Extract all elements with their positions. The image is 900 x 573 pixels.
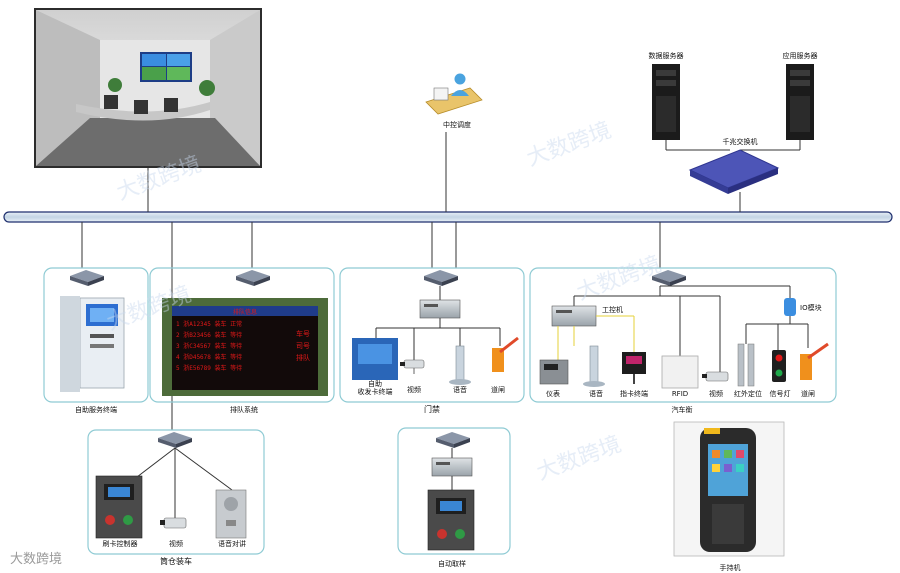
card-controller-icon bbox=[95, 475, 143, 539]
silo-item-label: 视频 bbox=[169, 539, 183, 548]
control-room-photo bbox=[34, 8, 262, 168]
truck-scale-item-label: 仪表 bbox=[546, 389, 560, 398]
weighing-indicator-icon bbox=[539, 359, 569, 385]
truck-scale-item-label: 红外定位 bbox=[734, 389, 762, 398]
truck-scale-item-label: 道闸 bbox=[801, 389, 815, 398]
self-service-terminal-label: 自助服务终端 bbox=[75, 405, 117, 414]
truck-scale-item-label: 语音 bbox=[589, 389, 603, 398]
group-switches bbox=[70, 270, 686, 448]
intercom-icon bbox=[215, 489, 247, 539]
infrared-positioning-icon bbox=[737, 343, 755, 387]
self-service-kiosk bbox=[60, 296, 125, 392]
gate-ipc bbox=[375, 286, 501, 360]
led-side-label: 排队 bbox=[296, 353, 310, 362]
gate-group-label: 门禁 bbox=[424, 404, 440, 414]
truck-scale-item-label: 信号灯 bbox=[770, 389, 791, 398]
switch-icon bbox=[424, 270, 458, 286]
truck-scale-item-label: RFID bbox=[672, 390, 688, 398]
silo-loading-label: 筒仓装车 bbox=[160, 556, 192, 566]
queue-system-label: 排队系统 bbox=[230, 405, 258, 414]
handheld-label: 手持机 bbox=[720, 563, 741, 572]
truck-scale-item-label: 指卡终端 bbox=[620, 389, 648, 398]
truck-scale-item-label: 视频 bbox=[709, 389, 723, 398]
led-row: 4 浙D45678 装车 等待 bbox=[176, 353, 242, 361]
traffic-light-icon bbox=[772, 350, 786, 382]
led-header: 排队信息 bbox=[233, 308, 257, 316]
gigabit-switch-label: 千兆交换机 bbox=[723, 137, 758, 146]
gate-item-label: 道闸 bbox=[491, 385, 505, 394]
switch-icon bbox=[236, 270, 270, 286]
barrier-gate-icon bbox=[492, 336, 519, 372]
app-server-label: 应用服务器 bbox=[783, 51, 818, 60]
camera-icon bbox=[160, 517, 187, 529]
voice-column-icon bbox=[583, 345, 605, 387]
group-frames bbox=[43, 267, 837, 555]
led-rows: 1 浙A12345 装车 正常 2 浙B23456 装车 等待 3 浙C34567 … bbox=[176, 320, 242, 372]
data-server: 数据服务器 bbox=[649, 51, 684, 140]
finger-card-terminal-icon bbox=[622, 352, 646, 384]
watermark-text: 大数跨境 bbox=[574, 252, 665, 306]
led-side-label: 司号 bbox=[296, 342, 310, 350]
gate-item-label: 收发卡终端 bbox=[358, 387, 393, 396]
io-module-label: IO模块 bbox=[800, 303, 822, 312]
truck-scale-ipc: 工控机 bbox=[551, 286, 721, 372]
ipc-label: 工控机 bbox=[602, 305, 623, 314]
auto-sampling-label: 自动取样 bbox=[438, 559, 466, 568]
truck-scale-item-labels: 仪表 语音 指卡终端 RFID 视频 红外定位信号灯 道闸 bbox=[546, 389, 815, 398]
led-side-label: 车号 bbox=[296, 329, 310, 338]
sampling-devices bbox=[427, 448, 475, 551]
camera-icon bbox=[400, 359, 425, 374]
led-row: 1 浙A12345 装车 正常 bbox=[176, 320, 242, 328]
watermark-text: 大数跨境 bbox=[524, 118, 615, 172]
silo-item-label: 语音对讲 bbox=[218, 539, 246, 548]
switch-icon bbox=[652, 270, 686, 286]
card-terminal-device bbox=[352, 338, 398, 380]
app-server: 应用服务器 bbox=[783, 51, 818, 140]
led-row: 5 浙E56789 装车 等待 bbox=[176, 364, 242, 372]
silo-item-labels: 刷卡控制器 视频 语音对讲 bbox=[103, 539, 247, 548]
central-control-workstation: 中控调度 bbox=[425, 73, 483, 129]
switch-icon bbox=[70, 270, 104, 286]
footer-watermark: 大数跨境 bbox=[10, 552, 63, 567]
camera-icon bbox=[702, 371, 729, 382]
rfid-reader-icon bbox=[661, 355, 699, 389]
truck-scale-label: 汽车衡 bbox=[672, 405, 693, 414]
silo-item-label: 刷卡控制器 bbox=[103, 539, 138, 548]
switch-icon bbox=[158, 432, 192, 448]
switch-icon bbox=[436, 432, 470, 448]
voice-column-icon bbox=[449, 345, 471, 385]
barrier-gate-icon bbox=[800, 342, 829, 380]
main-network-bus bbox=[3, 211, 893, 223]
watermark-text: 大数跨境 bbox=[534, 432, 625, 486]
gate-item-label: 自助 bbox=[368, 379, 382, 388]
io-module: IO模块 bbox=[660, 285, 822, 350]
led-row: 2 浙B23456 装车 等待 bbox=[176, 331, 242, 339]
led-row: 3 浙C34567 装车 等待 bbox=[176, 342, 242, 350]
central-control-label: 中控调度 bbox=[443, 120, 471, 129]
queue-led-board: 排队信息 1 浙A12345 装车 正常 2 浙B23456 装车 等待 3 浙C3… bbox=[162, 298, 328, 396]
gate-item-label: 视频 bbox=[407, 385, 421, 394]
handheld-terminal bbox=[673, 421, 785, 557]
data-server-label: 数据服务器 bbox=[649, 51, 684, 60]
gate-item-label: 语音 bbox=[453, 385, 467, 394]
gigabit-switch: 千兆交换机 bbox=[665, 137, 801, 194]
